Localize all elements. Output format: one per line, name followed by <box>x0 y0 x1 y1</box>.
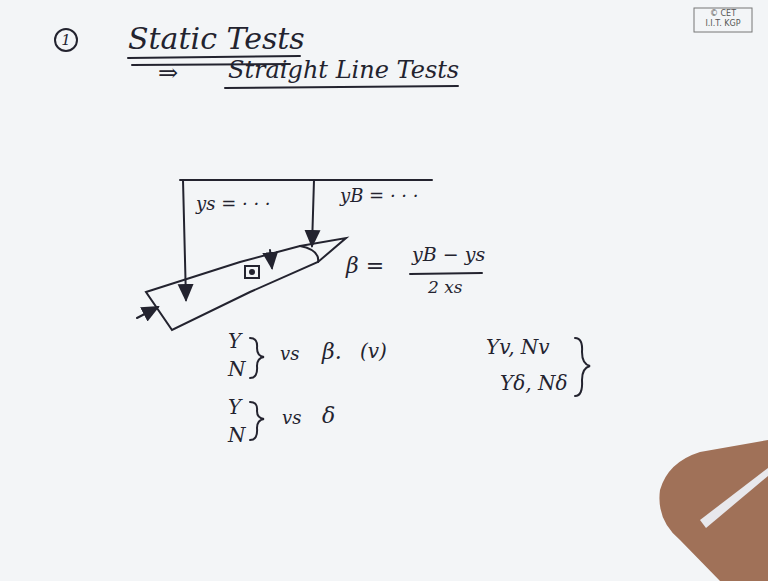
force-symbol: Y <box>228 330 241 352</box>
number-circle <box>55 29 77 51</box>
reference-line <box>180 179 432 181</box>
distance-label: ys = · · · <box>196 194 271 214</box>
angle-symbol: β. <box>322 340 342 364</box>
marker-arrow <box>270 250 272 268</box>
derivative-text: Yδ, Nδ <box>500 372 568 394</box>
callout-number: 1 <box>61 32 71 49</box>
ship-bow <box>300 246 318 262</box>
distance-arrow <box>312 180 314 246</box>
variable-text: (v) <box>360 340 387 362</box>
derivative-text: Yv, Nv <box>486 336 550 358</box>
versus-text: vs <box>282 408 301 428</box>
force-symbol: Y <box>228 396 241 418</box>
heading: Static Tests <box>128 22 305 55</box>
moment-symbol: N <box>228 358 246 380</box>
brace <box>250 338 264 378</box>
formula-text: β = <box>346 254 384 278</box>
distance-label: yB = · · · <box>340 186 419 206</box>
distance-arrow <box>183 180 186 300</box>
brace <box>250 402 264 440</box>
flow-arrow <box>137 307 158 318</box>
versus-text: vs <box>280 344 299 364</box>
subtitle-underline <box>225 86 458 88</box>
formula-denominator: 2 xs <box>428 278 463 297</box>
formula-numerator: yB − ys <box>412 244 485 265</box>
gauge-dot <box>250 270 254 274</box>
logo-text: © CET <box>710 10 736 19</box>
angle-symbol: δ <box>322 404 335 428</box>
gauge-symbol <box>245 266 259 278</box>
fraction-bar <box>410 273 482 274</box>
subheading: Straight Line Tests <box>228 57 459 83</box>
logo-box <box>694 8 752 32</box>
logo-text: I.I.T. KGP <box>705 20 740 29</box>
pen <box>700 468 768 528</box>
ship-hull <box>146 238 346 330</box>
moment-symbol: N <box>228 424 246 446</box>
hand <box>659 440 768 581</box>
brace <box>575 338 590 396</box>
arrow-symbol: ⇒ <box>158 60 178 86</box>
